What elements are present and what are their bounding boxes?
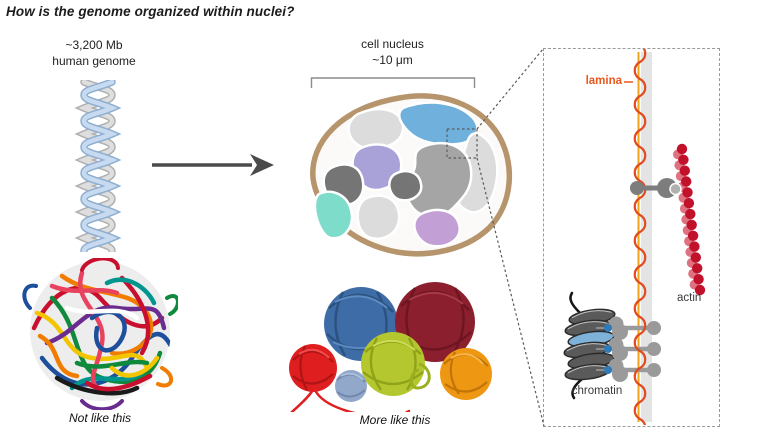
scale-bracket — [310, 77, 476, 88]
caption-more-like-this: More like this — [359, 413, 431, 427]
genome-size-label: ~3,200 Mb — [65, 38, 123, 52]
nucleosome-stack — [563, 308, 616, 381]
yarn-ball-red — [289, 344, 337, 392]
nucleus-label: cell nucleus ~10 μm — [325, 37, 460, 68]
chromatin-complex — [563, 291, 661, 400]
dna-helix-icon — [74, 80, 122, 252]
tangle-threads — [31, 270, 171, 396]
genome-label: ~3,200 Mb human genome — [34, 38, 154, 69]
figure-title: How is the genome organized within nucle… — [6, 4, 295, 19]
caption-not-like-this: Not like this — [68, 411, 132, 425]
yarn-ball-lime — [361, 332, 431, 396]
membrane-anchors — [608, 316, 661, 382]
yarn-ball-orange — [440, 348, 492, 400]
actin-filament — [673, 143, 706, 296]
chromatin-label: chromatin — [571, 385, 623, 397]
actin-strand-dark — [676, 143, 706, 296]
nuclear-envelope-band — [641, 52, 652, 422]
arrow-right-icon — [152, 154, 274, 176]
yarn-thread-tail — [290, 388, 411, 412]
chromosome-territories — [313, 101, 499, 248]
dna-tail-top — [569, 291, 582, 315]
lamina-wavy-line — [633, 49, 647, 425]
genome-name-label: human genome — [52, 53, 136, 68]
lamina-label: lamina — [585, 75, 622, 87]
yarn-balls-illustration — [289, 282, 492, 412]
chromatin-link-dots — [604, 324, 612, 374]
nucleosome-highlights — [566, 310, 612, 374]
inset-panel: lamina actin chromatin — [543, 48, 720, 427]
dna-tail-bottom — [571, 377, 584, 400]
nucleus-scale-label: ~10 μm — [372, 52, 413, 67]
nucleus-name-label: cell nucleus — [361, 37, 424, 51]
tangle-stray-loops — [22, 258, 178, 410]
nucleus-illustration — [310, 93, 513, 257]
linc-connector — [630, 178, 682, 198]
actin-label: actin — [677, 292, 702, 304]
yarn-ball-periwinkle — [335, 370, 367, 402]
inset-illustration — [563, 49, 706, 425]
tangled-yarn-illustration — [22, 258, 178, 410]
